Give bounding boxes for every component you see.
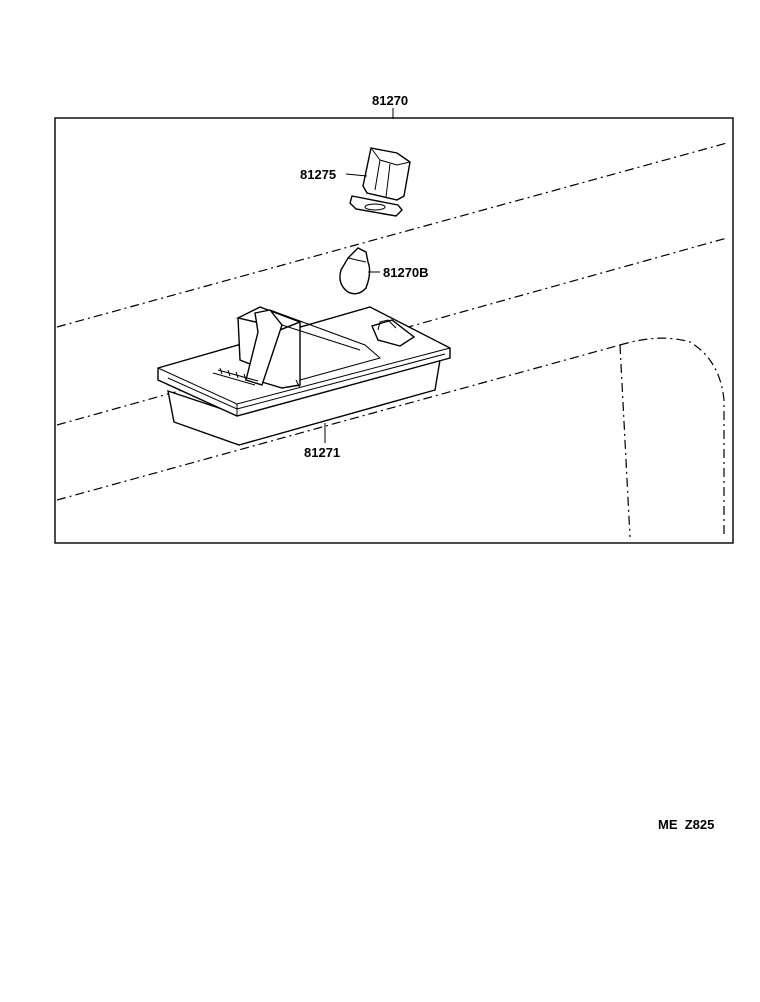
label-81270b: 81270B — [383, 265, 429, 280]
socket-part — [349, 147, 411, 217]
label-81271: 81271 — [304, 445, 340, 460]
diagram-frame — [54, 117, 734, 544]
lens-housing-part — [157, 306, 451, 446]
bulb-part — [339, 247, 371, 295]
label-81275: 81275 — [300, 167, 336, 182]
catalog-code: ME Z825 — [658, 817, 714, 832]
label-81270: 81270 — [372, 93, 408, 108]
leader-lines — [324, 108, 394, 443]
